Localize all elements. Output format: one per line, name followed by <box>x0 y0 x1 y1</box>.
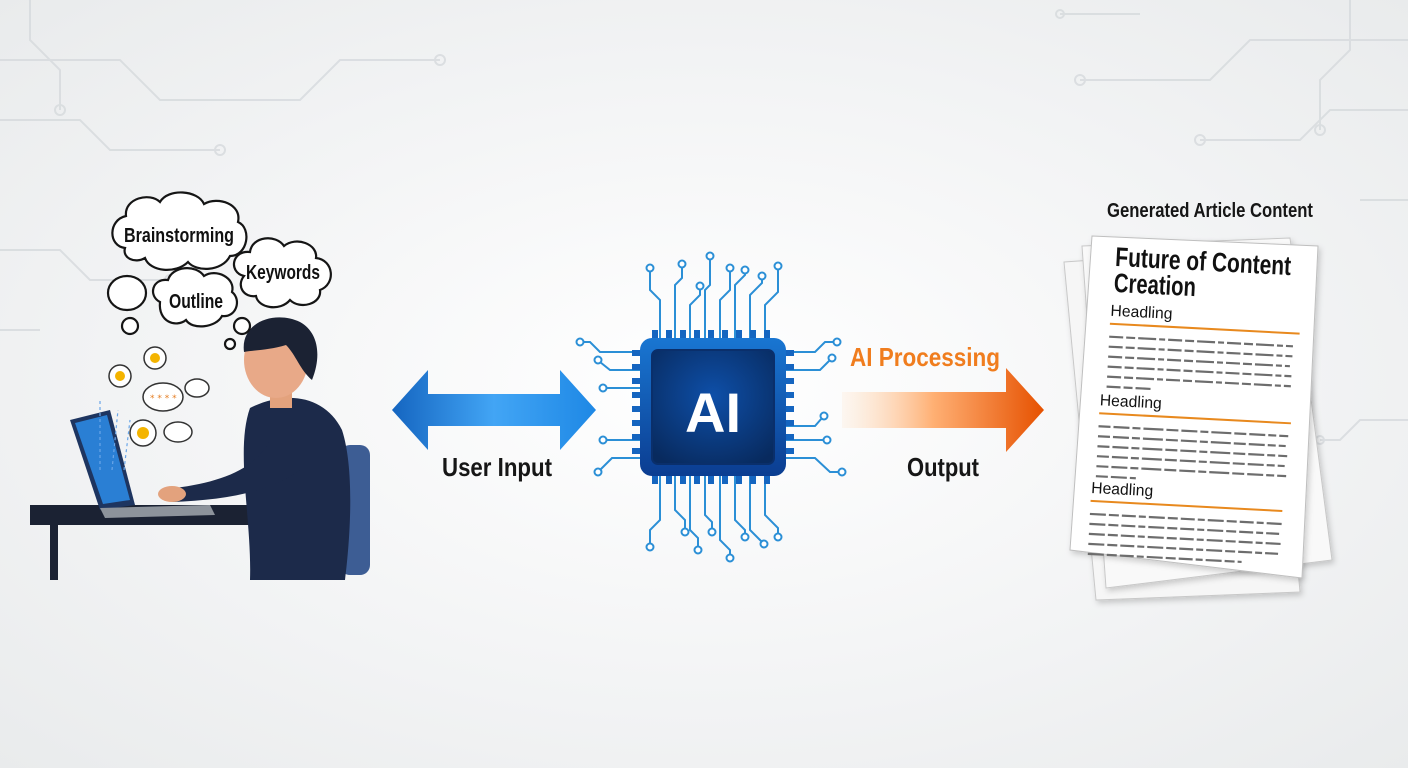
document-body-text <box>1087 512 1282 564</box>
ai-chip-label: AI <box>685 381 741 444</box>
output-label: Output <box>907 452 979 482</box>
circuit-background <box>0 0 1408 445</box>
document-section-heading: Headling <box>1091 480 1154 500</box>
ai-processing-label: AI Processing <box>850 342 1000 372</box>
document-body-text <box>1106 335 1294 391</box>
keywords-label: Keywords <box>246 262 320 284</box>
user-input-label: User Input <box>442 452 552 482</box>
lightbulb-icon: * * * * <box>99 346 210 471</box>
document-section-heading: Headling <box>1110 303 1173 323</box>
brainstorming-label: Brainstorming <box>124 225 234 247</box>
thought-cloud-icon <box>106 191 332 351</box>
document-page: Future of Content Creation Headling Head… <box>1087 242 1300 564</box>
outline-label: Outline <box>169 291 223 313</box>
right-arrow-icon <box>842 368 1044 452</box>
svg-text:* * * *: * * * * <box>150 394 177 404</box>
document-title-line2: Creation <box>1113 268 1196 302</box>
bidirectional-arrow-icon <box>392 370 596 450</box>
person-at-laptop-icon: * * * * <box>30 317 370 580</box>
ai-chip-icon <box>575 251 847 563</box>
document-caption: Generated Article Content <box>1107 200 1313 222</box>
ai-chip-body <box>632 330 794 484</box>
document-body-text <box>1095 425 1289 480</box>
document-section-heading: Headling <box>1099 392 1162 412</box>
